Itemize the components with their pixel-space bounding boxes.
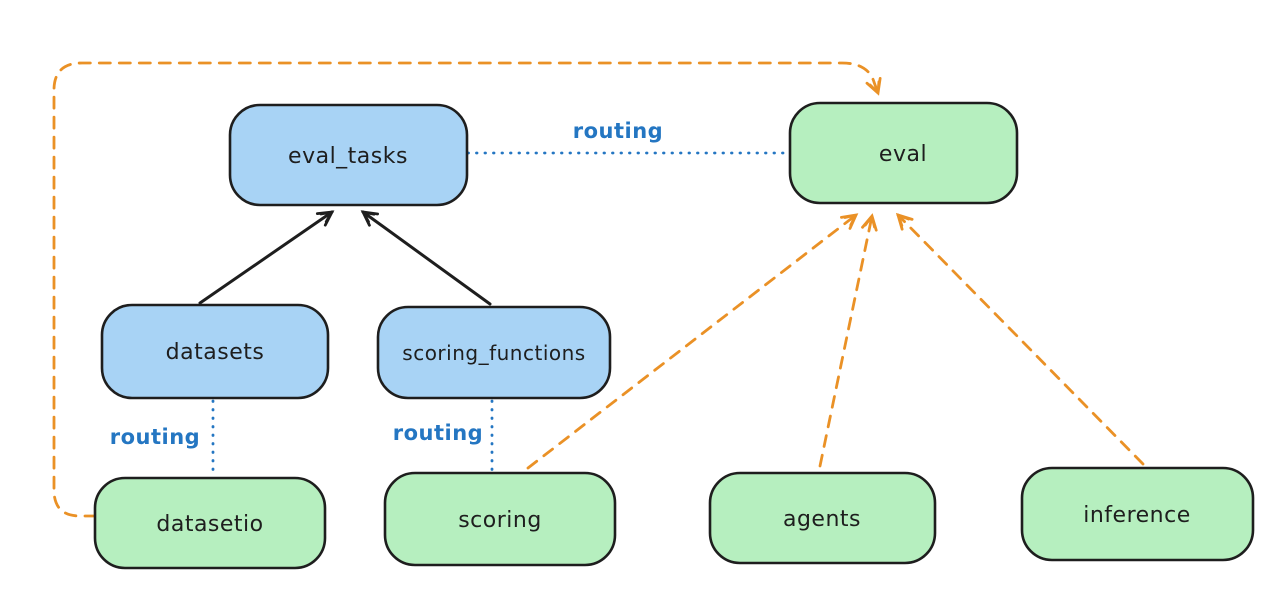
node-agents-label: agents: [783, 507, 861, 532]
routing-label-datasets: routing: [110, 425, 200, 449]
node-scoring-shape: [383, 471, 617, 567]
edge-agents-to-eval: [818, 213, 878, 468]
node-datasets-label: datasets: [166, 340, 265, 365]
node-eval_tasks-shape: [228, 103, 469, 207]
node-scoring_functions-label: scoring_functions: [402, 341, 585, 365]
edge-datasets-to-eval_tasks: [198, 210, 335, 305]
node-eval_tasks-label: eval_tasks: [288, 144, 408, 169]
edge-inference-to-eval: [895, 212, 1145, 466]
node-eval: eval: [788, 101, 1019, 205]
node-inference-shape: [1020, 466, 1255, 562]
node-datasets: datasets: [100, 303, 330, 400]
routing-label-scoring: routing: [393, 421, 483, 445]
node-eval-shape: [788, 101, 1019, 205]
node-inference-label: inference: [1083, 503, 1191, 528]
node-datasetio-shape: [93, 476, 327, 570]
edge-datasetio-to-eval: [52, 61, 882, 518]
node-datasets-shape: [100, 303, 330, 400]
node-scoring_functions-shape: [376, 305, 612, 400]
edge-scoring-to-eval: [526, 213, 859, 470]
edge-scoring_functions-to-eval_tasks: [360, 210, 492, 306]
node-scoring: scoring: [383, 471, 617, 567]
node-agents: agents: [708, 471, 937, 565]
node-eval-label: eval: [879, 142, 927, 167]
node-eval_tasks: eval_tasks: [228, 103, 469, 207]
node-inference: inference: [1020, 466, 1255, 562]
node-agents-shape: [708, 471, 937, 565]
node-datasetio-label: datasetio: [156, 512, 263, 537]
node-scoring-label: scoring: [458, 508, 542, 533]
routing-label-top: routing: [573, 119, 663, 143]
node-scoring_functions: scoring_functions: [376, 305, 612, 400]
node-datasetio: datasetio: [93, 476, 327, 570]
